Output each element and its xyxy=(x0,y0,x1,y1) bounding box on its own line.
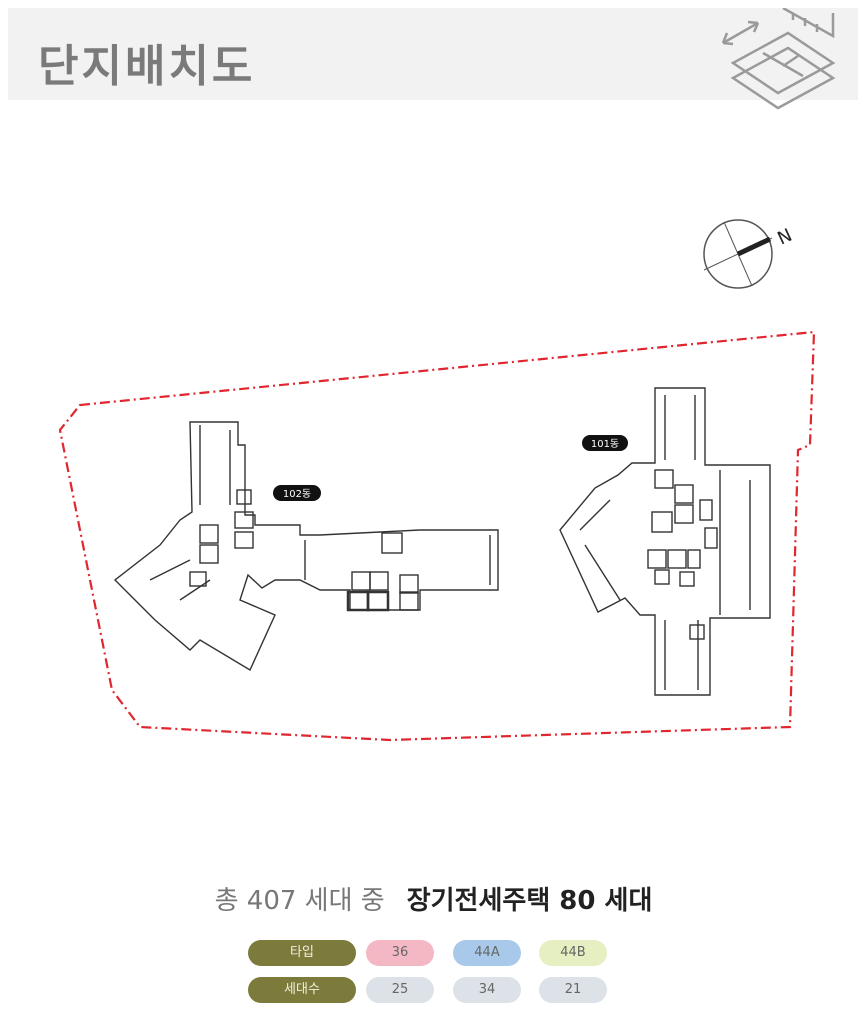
unit-summary: 총 407 세대 중 장기전세주택 80 세대 xyxy=(0,880,867,917)
building-101 xyxy=(559,387,771,696)
site-boundary xyxy=(58,330,816,742)
count-36: 25 xyxy=(366,977,434,1003)
svg-text:101동: 101동 xyxy=(591,438,619,450)
building-label-101: 101동 xyxy=(582,435,628,451)
site-plan: N 102동 101동 xyxy=(58,219,816,742)
type-36: 36 xyxy=(366,940,434,966)
type-44a: 44A xyxy=(453,940,521,966)
long-term-lease-text: 장기전세주택 80 세대 xyxy=(406,886,653,916)
page-title: 단지배치도 xyxy=(38,41,256,92)
north-label: N xyxy=(774,225,795,250)
count-44b: 21 xyxy=(539,977,607,1003)
floorplan-icon xyxy=(721,8,836,110)
type-44b: 44B xyxy=(539,940,607,966)
building-102 xyxy=(113,421,499,672)
svg-text:102동: 102동 xyxy=(283,488,311,500)
count-header: 세대수 xyxy=(248,977,356,1003)
total-units-text: 총 407 세대 중 xyxy=(214,886,385,916)
building-label-102: 102동 xyxy=(273,485,321,501)
compass: N xyxy=(703,219,795,289)
type-header: 타입 xyxy=(248,940,356,966)
header-band: 단지배치도 xyxy=(8,8,858,110)
count-44a: 34 xyxy=(453,977,521,1003)
